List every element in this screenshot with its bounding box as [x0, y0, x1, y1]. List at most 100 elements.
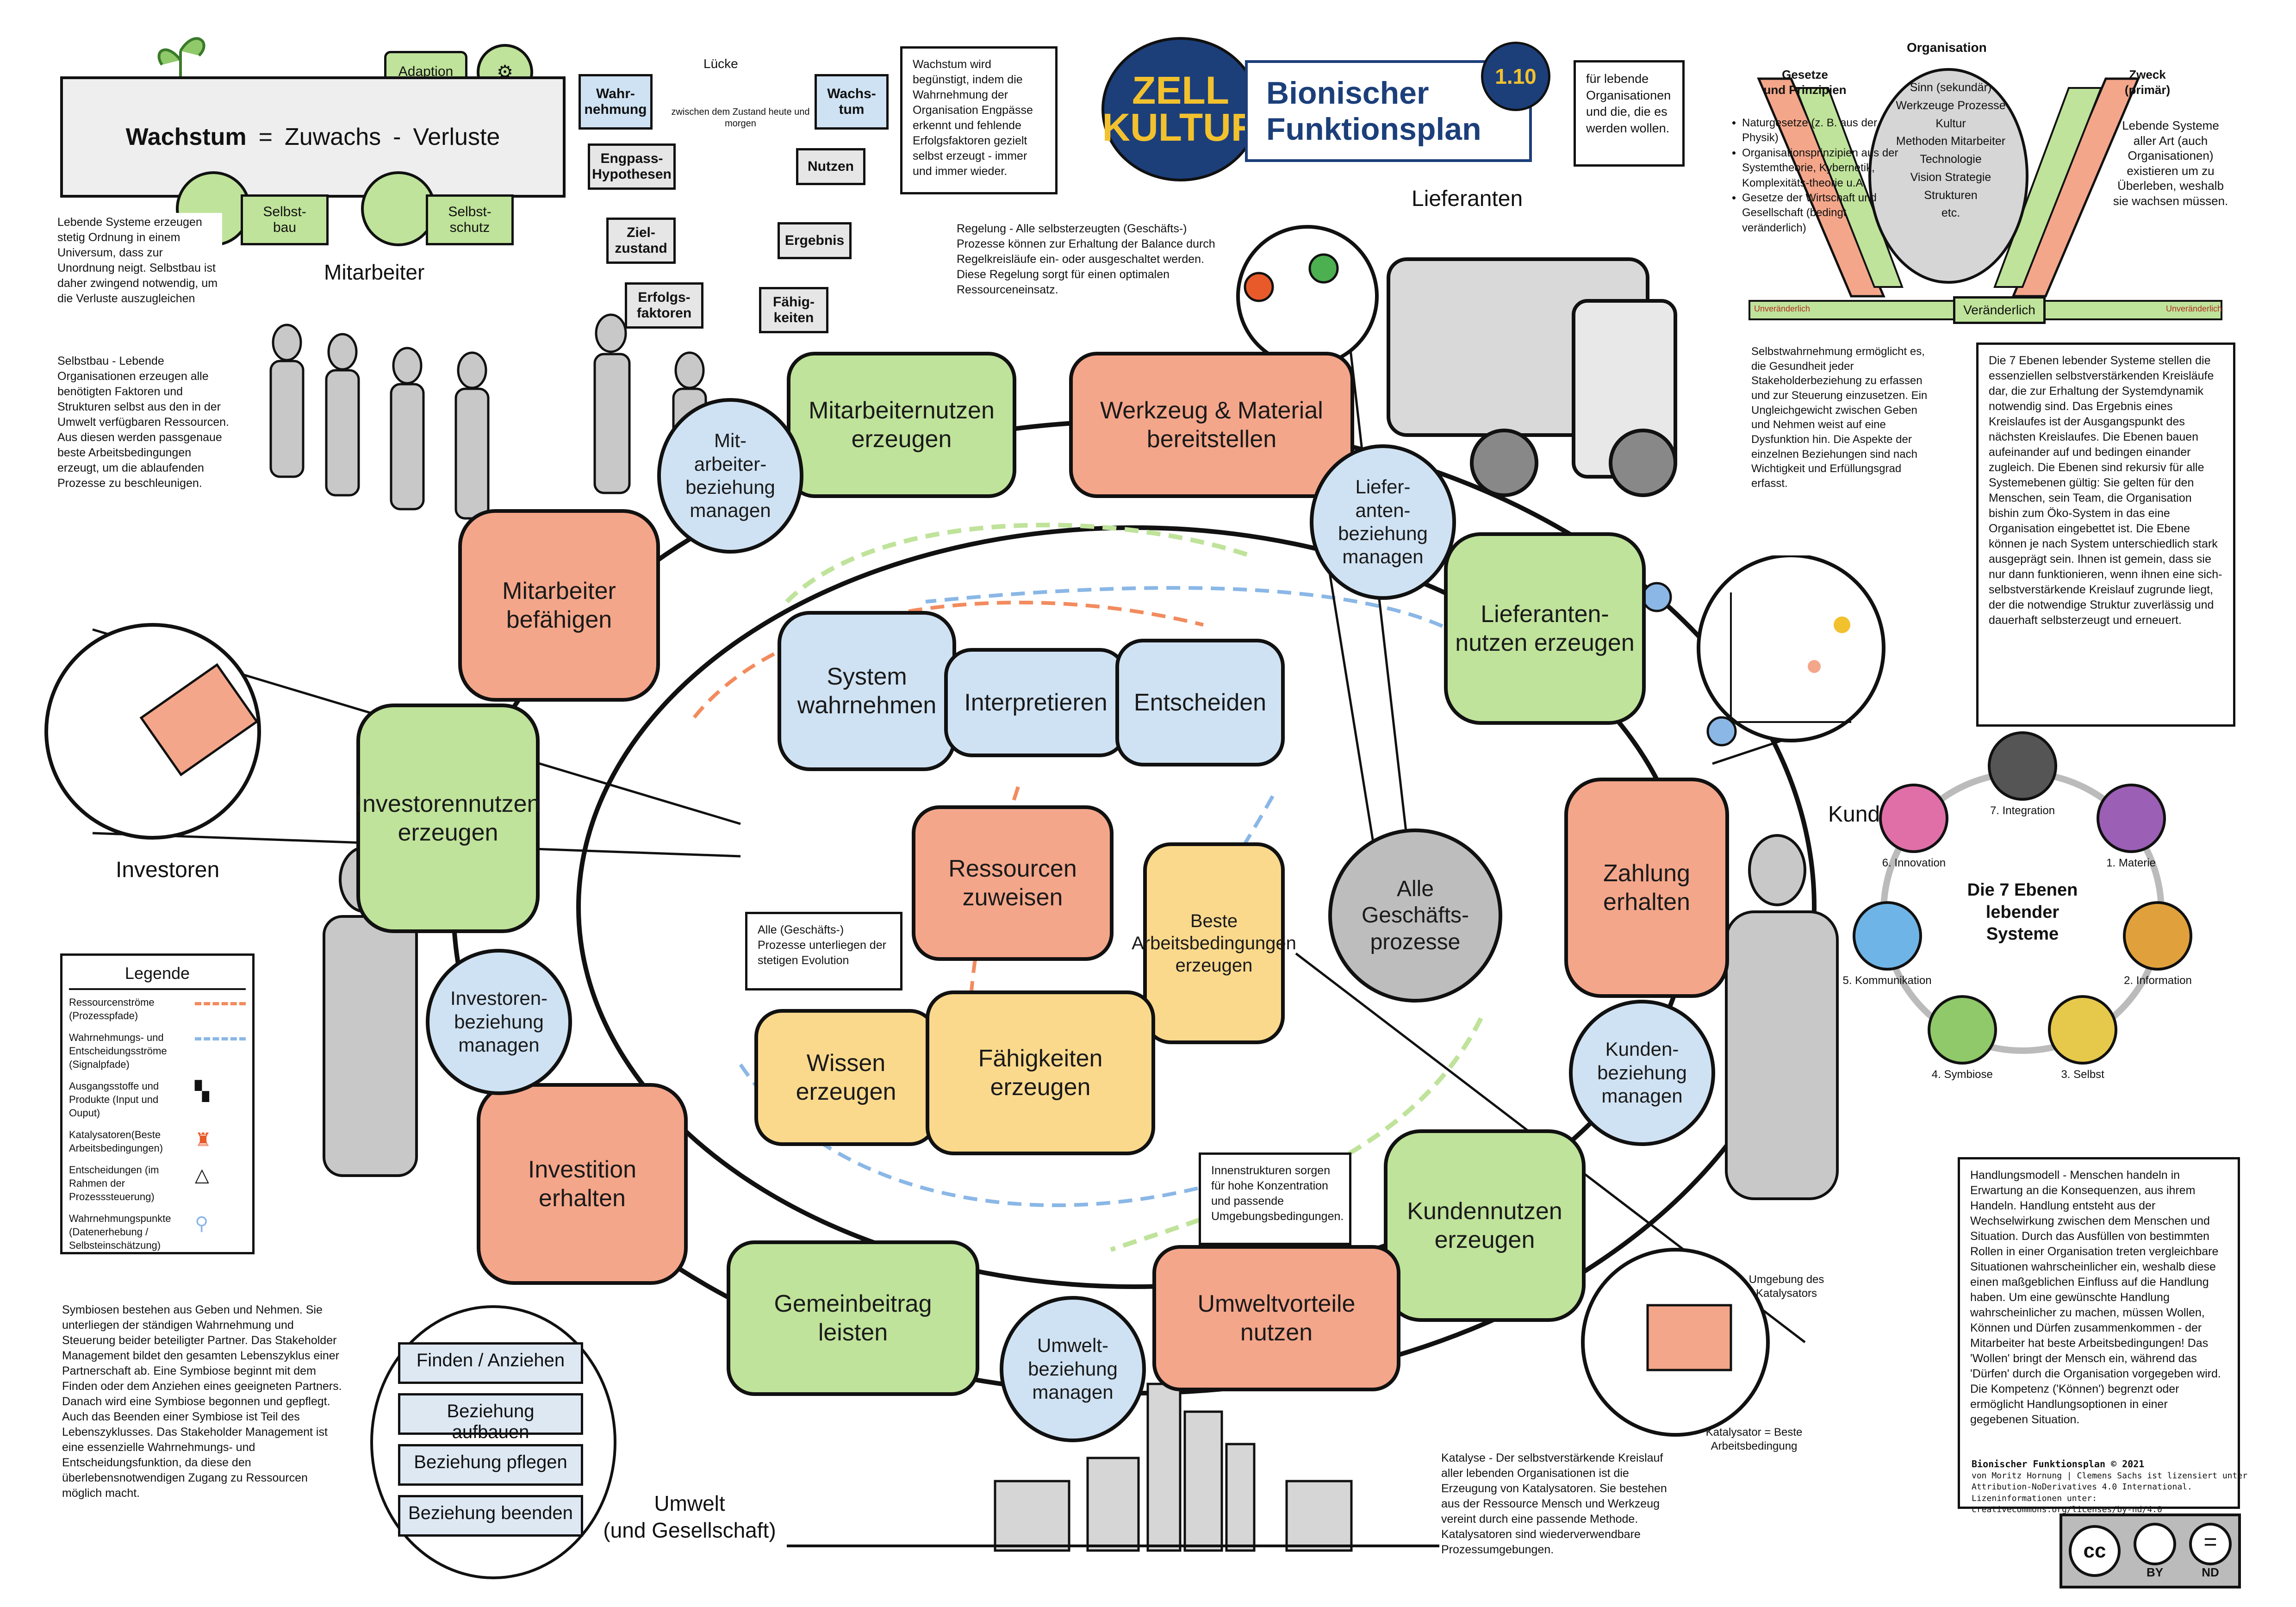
legende-item-text: Ressourcenströme (Prozesspfade) [69, 996, 155, 1022]
flow-ergebnis: Ergebnis [778, 222, 852, 259]
center-item: Methoden [1896, 135, 1948, 148]
triangle-icon: △ [195, 1165, 209, 1185]
equals-sign: = [258, 124, 273, 150]
gesetze-title: Gesetze und Prinzipien [1763, 68, 1847, 97]
node-investorenbeziehung: Investoren- beziehung managen [426, 949, 572, 1095]
flow-zielzustand: Ziel- zustand [606, 218, 676, 264]
selbstschutz-icon [361, 171, 436, 246]
legende-item-text: Wahrnehmungs- und Entscheidungsströme (S… [69, 1031, 167, 1070]
symbiose-step-aufbauen: Beziehung aufbauen [398, 1393, 583, 1442]
ebene-circle [1988, 731, 2057, 801]
center-item: Strukturen [1924, 188, 1978, 202]
symbiose-step-finden: Finden / Anziehen [398, 1342, 583, 1384]
legende-item-wahrnehmung: Wahrnehmungspunkte (Datenerhebung / Selb… [69, 1212, 246, 1252]
legende-item-text: Katalysatoren(Beste Arbeitsbedingungen) [69, 1128, 163, 1154]
ebenen-note: Die 7 Ebenen lebender Systeme stellen di… [1976, 343, 2235, 727]
unveraenderlich-left: Unveränderlich [1754, 304, 1811, 313]
ebene-circle [1852, 901, 1922, 971]
selbstbau-label: Selbst- bau [241, 194, 329, 245]
zweck-text: Lebende Systeme aller Art (auch Organisa… [2113, 118, 2228, 208]
legende-item-text: Ausgangsstoffe und Produkte (Input und O… [69, 1080, 159, 1119]
symbiose-step-beenden: Beziehung beenden [398, 1495, 583, 1537]
nd-icon: =ND [2189, 1522, 2232, 1580]
minus-sign: - [393, 124, 401, 150]
ebene-circle [1927, 995, 1997, 1065]
flow-erfolgsfaktoren: Erfolgs- faktoren [625, 282, 703, 329]
ebene-circle [2048, 995, 2118, 1065]
node-lieferantennutzen: Lieferanten- nutzen erzeugen [1444, 532, 1646, 725]
regelung-note: Regelung - Alle selbsterzeugten (Geschäf… [946, 213, 1233, 319]
node-kundenbeziehung: Kunden- beziehung managen [1569, 1000, 1715, 1146]
node-ressourcen-zuweisen: Ressourcen zuweisen [912, 805, 1114, 961]
center-item: Strategie [1945, 170, 1991, 184]
center-item: Technologie [1920, 153, 1982, 166]
flow-luecke: Lücke [703, 56, 738, 71]
node-faehigkeiten-erzeugen: Fähigkeiten erzeugen [926, 990, 1155, 1155]
legende-title: Legende [69, 962, 246, 990]
node-arbeitsbedingungen: Beste Arbeitsbedingungen erzeugen [1132, 842, 1296, 1044]
node-system-wahrnehmen: System wahrnehmen [778, 611, 956, 771]
node-mitarbeiterbeziehung: Mit- arbeiter- beziehung managen [657, 398, 803, 554]
credits-title: Bionischer Funktionsplan © 2021 [1972, 1458, 2145, 1470]
credits-url: Lizeninformationen unter: creativecommon… [1972, 1493, 2162, 1514]
symbiose-step-pflegen: Beziehung pflegen [398, 1444, 583, 1486]
ebene-label: 6. Innovation [1882, 856, 1946, 869]
ebene-label: 3. Selbst [2061, 1068, 2104, 1081]
node-mitarbeiternutzen: Mitarbeiternutzen erzeugen [787, 352, 1016, 498]
center-item: Werkzeuge [1896, 99, 1954, 112]
node-geschaeftsprozesse: Alle Geschäfts- prozesse [1328, 828, 1502, 1003]
mitarbeiter-label: Mitarbeiter [324, 260, 425, 284]
castle-icon: ♜ [195, 1129, 212, 1150]
node-investition: Investition erhalten [477, 1083, 688, 1285]
center-item: etc. [1941, 206, 1960, 220]
flow-wachstum: Wachs- tum [815, 74, 889, 130]
selbstschutz-label: Selbst- schutz [426, 194, 514, 245]
gesetze-item: Organisationsprinzipien aus der Systemth… [1742, 146, 1899, 191]
investoren-label: Investoren [116, 858, 220, 882]
ebene-label: 1. Materie [2106, 856, 2156, 869]
page-title: Bionischer Funktionsplan [1245, 60, 1532, 162]
ebene-label: 2. Information [2124, 974, 2192, 987]
by-label: BY [2146, 1565, 2164, 1579]
selbstbau-note: Selbstbau - Lebende Organisationen erzeu… [56, 352, 231, 537]
logo-line2: KULTUR [1102, 106, 1259, 149]
ebene-label: 4. Symbiose [1931, 1068, 1993, 1081]
symbiose-note: Symbiosen bestehen aus Geben und Nehmen.… [60, 1301, 352, 1588]
evolution-note: Alle (Geschäfts-) Prozesse unterliegen d… [745, 912, 902, 990]
cc-icon: cc [2069, 1525, 2121, 1577]
logo-line1: ZELL [1132, 69, 1229, 112]
gesetze-list: Naturgesetze (z. B. aus der Physik) Orga… [1731, 116, 1899, 236]
flow-wahrnehmung: Wahr- nehmung [579, 74, 653, 130]
ebene-label: 7. Integration [1990, 804, 2055, 817]
cc-license-badge: cc BY =ND [2060, 1514, 2241, 1588]
credits: Bionischer Funktionsplan © 2021 von Mori… [1972, 1458, 2259, 1515]
growth-note: Lebende Systeme erzeugen stetig Ordnung … [56, 213, 222, 333]
ebene-circle [2123, 901, 2193, 971]
version-badge: 1.10 [1481, 42, 1550, 111]
umwelt-label: Umwelt (und Gesellschaft) [603, 1491, 776, 1542]
unveraenderlich-right: Unveränderlich [2166, 304, 2222, 313]
blue-dash-icon [195, 1037, 246, 1071]
by-icon: BY [2134, 1522, 2176, 1580]
node-entscheiden: Entscheiden [1115, 639, 1285, 766]
flow-faehigkeiten: Fähig- keiten [759, 287, 828, 333]
puzzle-icon: ▚ [195, 1081, 209, 1102]
legende-item-ressourcen: Ressourcenströme (Prozesspfade) [69, 996, 246, 1022]
flow-engpass: Engpass- Hypothesen [588, 143, 676, 190]
organisation-heading: Organisation [1907, 40, 1987, 55]
node-kundennutzen: Kundennutzen erzeugen [1384, 1129, 1586, 1322]
flow-nutzen: Nutzen [796, 148, 865, 185]
ebene-circle [2096, 783, 2166, 853]
gesetze-item: Naturgesetze (z. B. aus der Physik) [1742, 116, 1899, 146]
center-item: Kultur [1935, 117, 1966, 130]
center-item: Mitarbeiter [1951, 135, 2006, 148]
katalysator-umgebung: Umgebung des Katalysators [1748, 1273, 1824, 1300]
legende-item-signale: Wahrnehmungs- und Entscheidungsströme (S… [69, 1031, 246, 1071]
legende-item-entscheidungen: Entscheidungen (im Rahmen der Prozessste… [69, 1163, 246, 1203]
legende-item-text: Entscheidungen (im Rahmen der Prozessste… [69, 1164, 159, 1202]
node-zahlung: Zahlung erhalten [1564, 778, 1729, 998]
legende-item-text: Wahrnehmungspunkte (Datenerhebung / Selb… [69, 1212, 171, 1251]
sieben-ebenen-title: Die 7 Ebenen lebender Systeme [1967, 880, 2078, 944]
node-umweltbeziehung: Umwelt- beziehung managen [1000, 1296, 1146, 1442]
